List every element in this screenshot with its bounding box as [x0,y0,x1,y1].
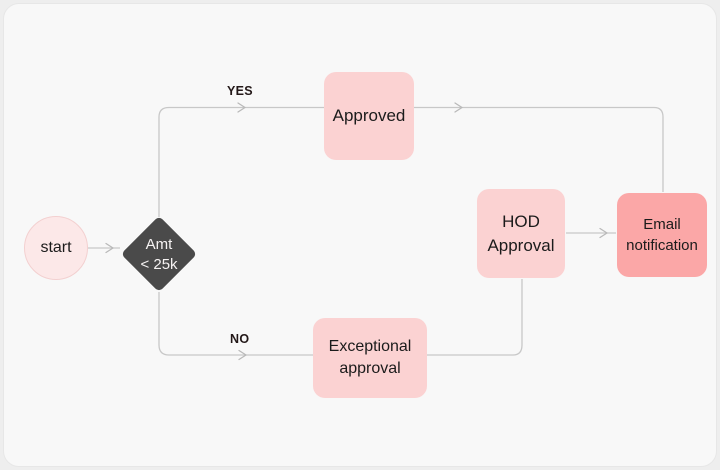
node-hod-approval-label: HOD Approval [487,211,555,255]
edge-label-no: NO [230,332,250,346]
node-hod-approval[interactable]: HOD Approval [477,189,565,278]
node-start[interactable]: start [24,216,88,280]
node-approved[interactable]: Approved [324,72,414,160]
node-email-notification[interactable]: Email notification [617,193,707,277]
edge-label-yes: YES [227,84,253,98]
arrowhead-yes [237,102,246,113]
node-approved-label: Approved [332,106,406,125]
node-email-notification-label: Email notification [626,216,698,254]
node-start-label: start [40,239,72,256]
arrowhead-start-to-decision [105,242,114,254]
node-exceptional-approval[interactable]: Exceptional approval [313,318,427,398]
node-exceptional-approval-label: Exceptional approval [328,338,412,377]
arrowhead-approved-to-email [454,102,463,113]
arrowhead-no [238,349,247,361]
arrowhead-hod-to-email [599,227,608,239]
